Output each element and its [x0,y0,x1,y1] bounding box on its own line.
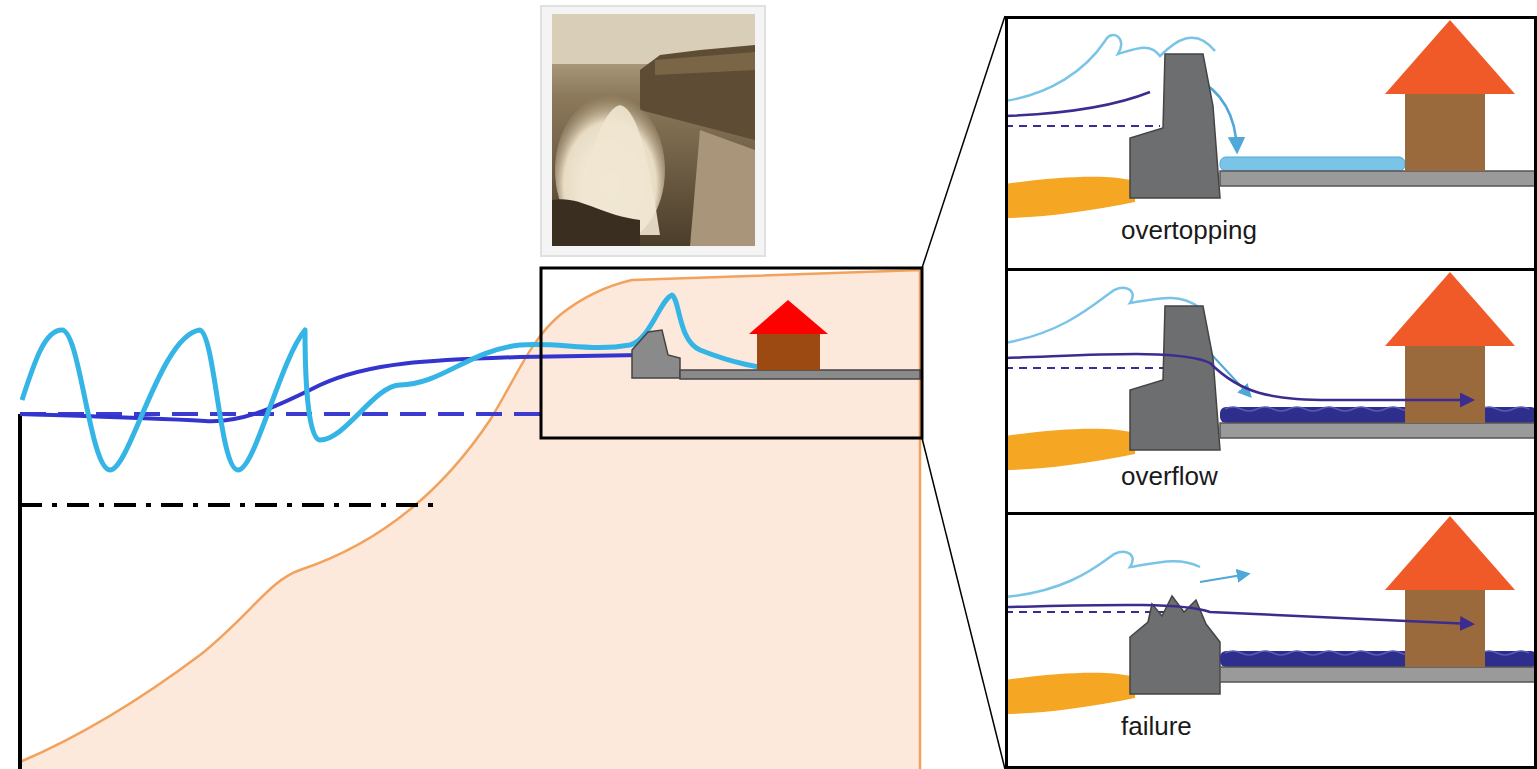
panel-caption: failure [1121,711,1192,742]
overflow-panel: overflow [1005,268,1537,515]
overtopping-panel: overtopping [1005,16,1537,271]
panel-caption: overflow [1121,461,1218,492]
failure-panel: failure [1005,512,1537,769]
panel-caption: overtopping [1121,215,1257,246]
